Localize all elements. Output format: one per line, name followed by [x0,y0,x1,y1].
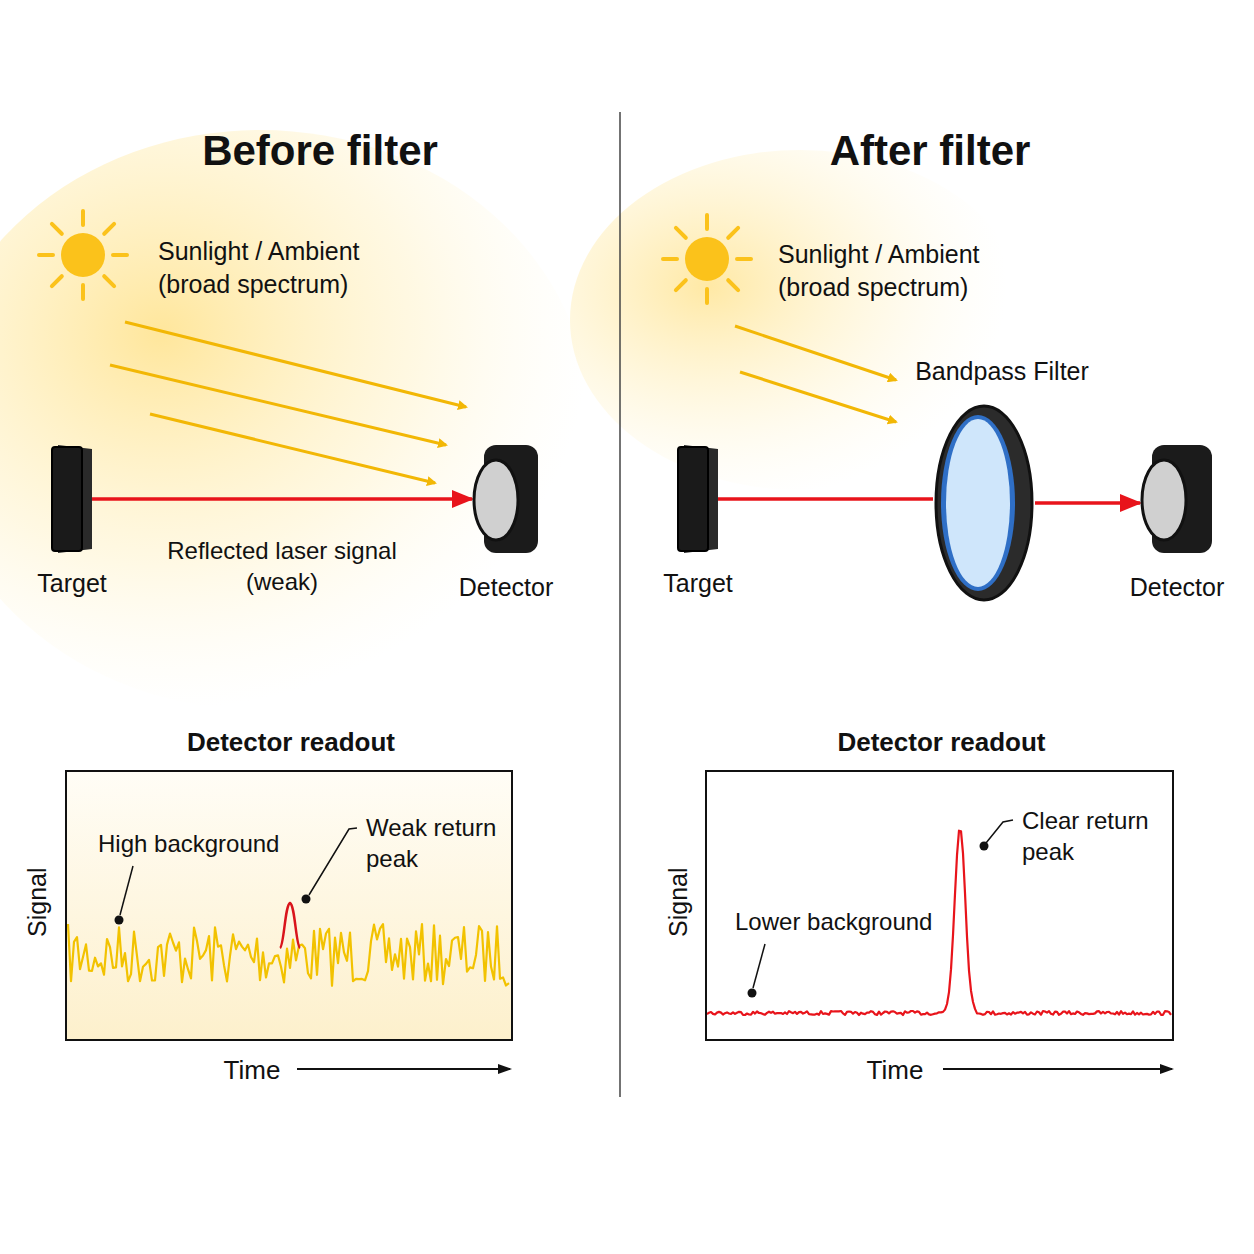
filter-rim [936,406,1032,600]
sunlight-ray [740,372,896,422]
filter-glass [946,419,1010,587]
sun-ray [737,257,751,261]
sun-ray [728,228,738,238]
leader-line [120,866,133,915]
plot-traces [68,831,1171,1015]
part-label: Target [0,567,182,600]
sun-ray [104,224,114,234]
axis-label: Signal [662,847,695,957]
sun-disc [61,233,105,277]
detector-device: Detector [472,443,540,557]
part-label: Detector [396,571,616,604]
sun-ray [81,211,85,225]
sun-ray [663,257,677,261]
part-label: Target [588,567,808,600]
callout-label: Clear return peak [1022,805,1162,867]
leader-line [986,820,1013,843]
filter-coating [941,415,1015,591]
leader-dot [115,916,124,925]
sun-icon [663,215,751,303]
readout-chart: Detector readoutSignalTimeLower backgrou… [705,770,1174,1041]
target-block-shape [678,445,718,553]
chart-title: Detector readout [707,726,1176,760]
sun-ray [676,280,686,290]
part-label: Bandpass Filter [892,355,1112,388]
detector-device-shape [1140,443,1214,557]
panel-title: Before filter [120,124,520,179]
leader-dot [980,842,989,851]
sunlight-ray [125,322,466,407]
laser-beam [1035,501,1140,505]
chart-title: Detector readout [67,726,515,760]
target-block: Target [678,445,718,553]
bandpass-filter: Bandpass Filter [933,403,1035,603]
sun-ray [52,224,62,234]
axis-label: Time [840,1054,950,1088]
return-trace [707,831,1171,1015]
leader-dots [115,842,989,998]
axis-label: Time [197,1054,307,1088]
bandpass-filter-shape [933,403,1035,603]
readout-chart: Detector readoutSignalTimeHigh backgroun… [65,770,513,1041]
leader-dot [302,895,311,904]
sun-ray [39,253,53,257]
laser-beam [92,497,472,501]
panel-title: After filter [730,124,1130,179]
target-face [52,447,82,551]
callout-label: Lower background [735,906,945,937]
axis-label: Signal [21,847,54,957]
detector-device: Detector [1140,443,1214,557]
time-arrow [297,1068,510,1070]
noise-trace [68,924,509,986]
target-block: Target [52,445,92,553]
panel-divider [619,112,621,1097]
light-source-label: Sunlight / Ambient (broad spectrum) [158,235,390,300]
sun-ray [676,228,686,238]
sunlight-ray [150,414,435,483]
sun-ray [705,215,709,229]
sun-ray [81,285,85,299]
light-source-label: Sunlight / Ambient (broad spectrum) [778,238,1010,303]
sun-ray [104,276,114,286]
target-block-shape [52,445,92,553]
sun-ray [728,280,738,290]
detector-window [1142,460,1186,540]
target-face [678,447,708,551]
sunlight-ray [110,365,446,445]
callout-label: High background [98,828,298,859]
edge-label: Reflected laser signal (weak) [152,535,412,597]
detector-window [474,460,518,540]
leader-dot [748,989,757,998]
sun-glow [0,130,590,710]
sunlight-ray [735,326,896,380]
time-arrow [943,1068,1172,1070]
weak-peak-trace [280,903,300,948]
sun-disc [685,237,729,281]
leader-line [309,828,357,895]
leader-line [753,944,765,988]
sun-ray [705,289,709,303]
chart-ground [66,771,512,1040]
sun-icon [39,211,127,299]
sun-ray [113,253,127,257]
laser-beam [718,497,933,501]
callout-label: Weak return peak [366,812,506,874]
sun-ray [52,276,62,286]
detector-device-shape [472,443,540,557]
part-label: Detector [1067,571,1254,604]
